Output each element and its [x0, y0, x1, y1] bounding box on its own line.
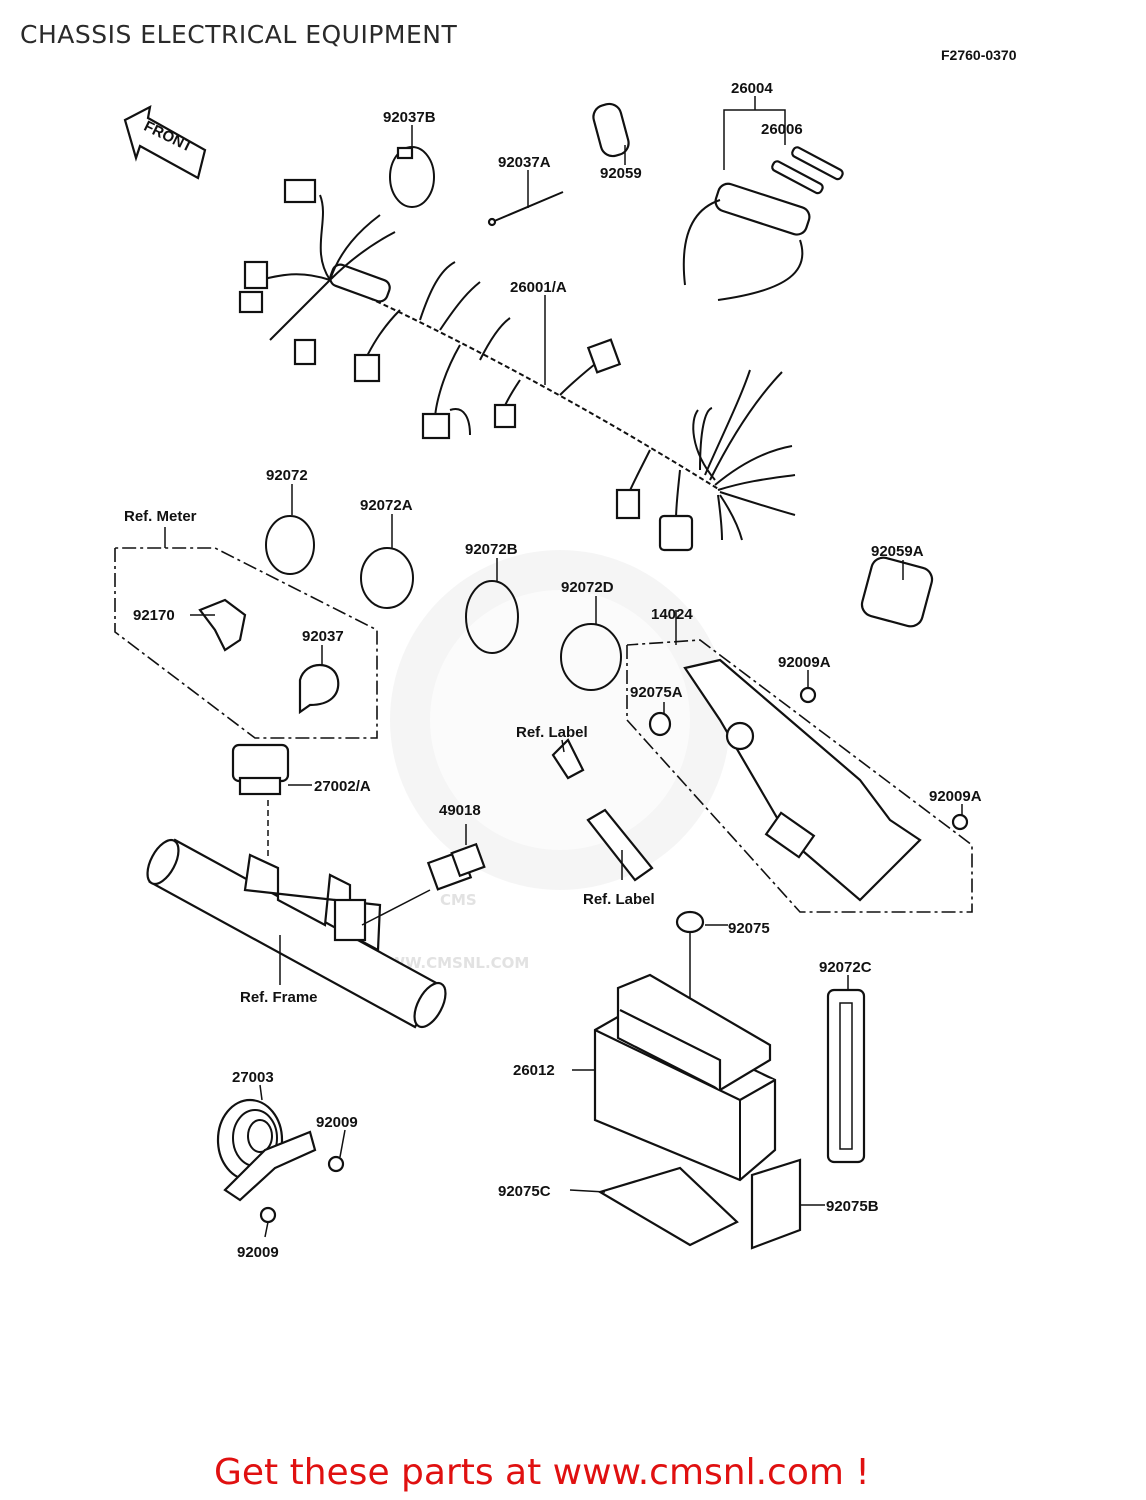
- wiring-harness-icon: [238, 178, 796, 552]
- label-26004: 26004: [731, 80, 773, 97]
- label-92072: 92072: [266, 467, 308, 484]
- page-title: CHASSIS ELECTRICAL EQUIPMENT: [20, 20, 458, 49]
- label-92059a: 92059A: [871, 543, 924, 560]
- clip-92072a-icon: [360, 547, 414, 609]
- label-14024: 14024: [651, 606, 693, 623]
- watermark-brand: CMS: [440, 891, 477, 909]
- footer-cta-link[interactable]: Get these parts at www.cmsnl.com !: [214, 1452, 870, 1493]
- watermark: CMS WWW.CMSNL.COM: [372, 550, 730, 972]
- label-92009-right: 92009: [316, 1114, 358, 1131]
- label-92037b: 92037B: [383, 109, 436, 126]
- label-26001a: 26001/A: [510, 279, 567, 296]
- label-49018: 49018: [439, 802, 481, 819]
- label-92075: 92075: [728, 920, 770, 937]
- label-92075b: 92075B: [826, 1198, 879, 1215]
- connector-49018-icon: [361, 824, 486, 926]
- label-27002a: 27002/A: [314, 778, 371, 795]
- label-92072a: 92072A: [360, 497, 413, 514]
- clamp-92037b-icon: [389, 146, 435, 208]
- ref-meter-bracket: [114, 527, 378, 739]
- label-92072d: 92072D: [561, 579, 614, 596]
- label-92059: 92059: [600, 165, 642, 182]
- battery-case-bracket-icon: [626, 610, 973, 913]
- clip-92072d-icon: [560, 623, 622, 691]
- tube-92059a-icon: [860, 556, 934, 628]
- ref-label-upper: Ref. Label: [516, 724, 588, 741]
- part-labels: 92037B 92037A 92059 26004 26006 26001/A …: [124, 80, 982, 1261]
- ring-clip-icons: [265, 515, 622, 691]
- front-arrow: FRONT: [123, 104, 207, 180]
- label-92075c: 92075C: [498, 1183, 551, 1200]
- ref-label-lower: Ref. Label: [583, 891, 655, 908]
- relay-icon: [231, 743, 312, 860]
- label-92009-bottom: 92009: [237, 1244, 279, 1261]
- battery-pads-icon: [569, 1158, 825, 1250]
- label-92170: 92170: [133, 607, 175, 624]
- label-stickers-icon: [551, 738, 654, 882]
- clip-92072-icon: [265, 515, 315, 575]
- figure-code: F2760-0370: [941, 47, 1017, 63]
- label-92072c: 92072C: [819, 959, 872, 976]
- leader-lines: [190, 96, 963, 1238]
- horn-icon: [216, 1084, 345, 1224]
- label-92037a: 92037A: [498, 154, 551, 171]
- watermark-url: WWW.CMSNL.COM: [372, 954, 529, 972]
- label-92009a-lower: 92009A: [929, 788, 982, 805]
- tube-92059-icon: [592, 102, 630, 158]
- fuse-holder-icon: [682, 146, 844, 301]
- label-92075a: 92075A: [630, 684, 683, 701]
- label-26006: 26006: [761, 121, 803, 138]
- ref-frame-label: Ref. Frame: [240, 989, 318, 1006]
- ref-meter-label: Ref. Meter: [124, 508, 197, 525]
- battery-icon: [572, 973, 777, 1182]
- pin-92037a-icon: [487, 191, 564, 227]
- battery-strap-icon: [826, 988, 866, 1164]
- label-92072b: 92072B: [465, 541, 518, 558]
- label-27003: 27003: [232, 1069, 274, 1086]
- frame-tube-icon: [146, 838, 447, 1029]
- clip-92072b-icon: [465, 580, 519, 654]
- label-92009a-upper: 92009A: [778, 654, 831, 671]
- label-92037: 92037: [302, 628, 344, 645]
- label-26012: 26012: [513, 1062, 555, 1079]
